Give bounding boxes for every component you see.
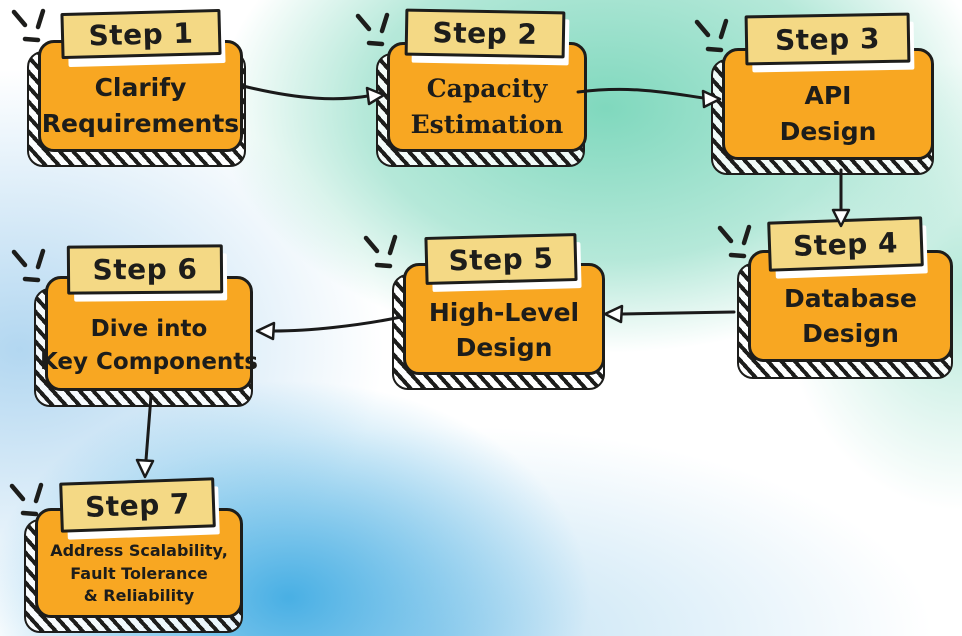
sparkle-icon	[11, 248, 46, 283]
arrowhead-step6	[255, 321, 276, 341]
step-2-text-line: Capacity	[426, 74, 548, 103]
step-6-label-text: Step 6	[92, 252, 198, 287]
step-2-label: Step 2	[404, 8, 566, 59]
arrow-step4-step5	[620, 310, 736, 316]
sparkle-icon	[355, 12, 390, 47]
step-3-text-line: Design	[779, 116, 877, 146]
step-7-label-text: Step 7	[84, 486, 191, 524]
step-3-label-text: Step 3	[774, 21, 881, 57]
step-5-text-line: Design	[455, 333, 553, 362]
step-7-text-line: & Reliability	[83, 586, 195, 606]
step-1-text-line: Clarify	[94, 73, 187, 102]
step-7-text-line: Fault Tolerance	[70, 563, 208, 583]
step-5-text-line: High-Level	[428, 297, 580, 327]
step-4-text-line: Database	[783, 283, 918, 313]
step-6-text-line: Key Components	[40, 348, 258, 375]
step-4-label-text: Step 4	[792, 225, 899, 263]
step-1-label-text: Step 1	[88, 16, 194, 52]
sparkle-icon	[694, 18, 729, 53]
step-5-label: Step 5	[424, 233, 578, 285]
sparkle-icon	[363, 234, 398, 269]
arrow-step2-step3	[576, 87, 706, 100]
step-3-text-line: API	[804, 81, 852, 110]
step-6-text-line: Dive into	[90, 315, 208, 342]
arrow-step1-step2	[241, 84, 370, 101]
sparkle-icon	[9, 482, 44, 517]
sparkle-icon	[11, 8, 46, 43]
step-4-label: Step 4	[767, 216, 924, 272]
step-6-label: Step 6	[66, 244, 224, 295]
step-5-label-text: Step 5	[448, 241, 554, 277]
step-3-label: Step 3	[744, 12, 911, 66]
arrowhead-step7	[135, 458, 155, 479]
arrowhead-step5	[603, 304, 624, 324]
step-2-text-line: Estimation	[410, 109, 564, 139]
arrow-step5-step6	[272, 315, 403, 333]
sparkle-icon	[717, 224, 752, 259]
step-2-label-text: Step 2	[432, 16, 538, 51]
step-7-label: Step 7	[59, 477, 216, 533]
step-4-text-line: Design	[802, 319, 899, 348]
step-1-label: Step 1	[60, 8, 222, 60]
step-7-text-line: Address Scalability,	[50, 540, 228, 560]
step-1-text-line: Requirements	[41, 108, 240, 138]
